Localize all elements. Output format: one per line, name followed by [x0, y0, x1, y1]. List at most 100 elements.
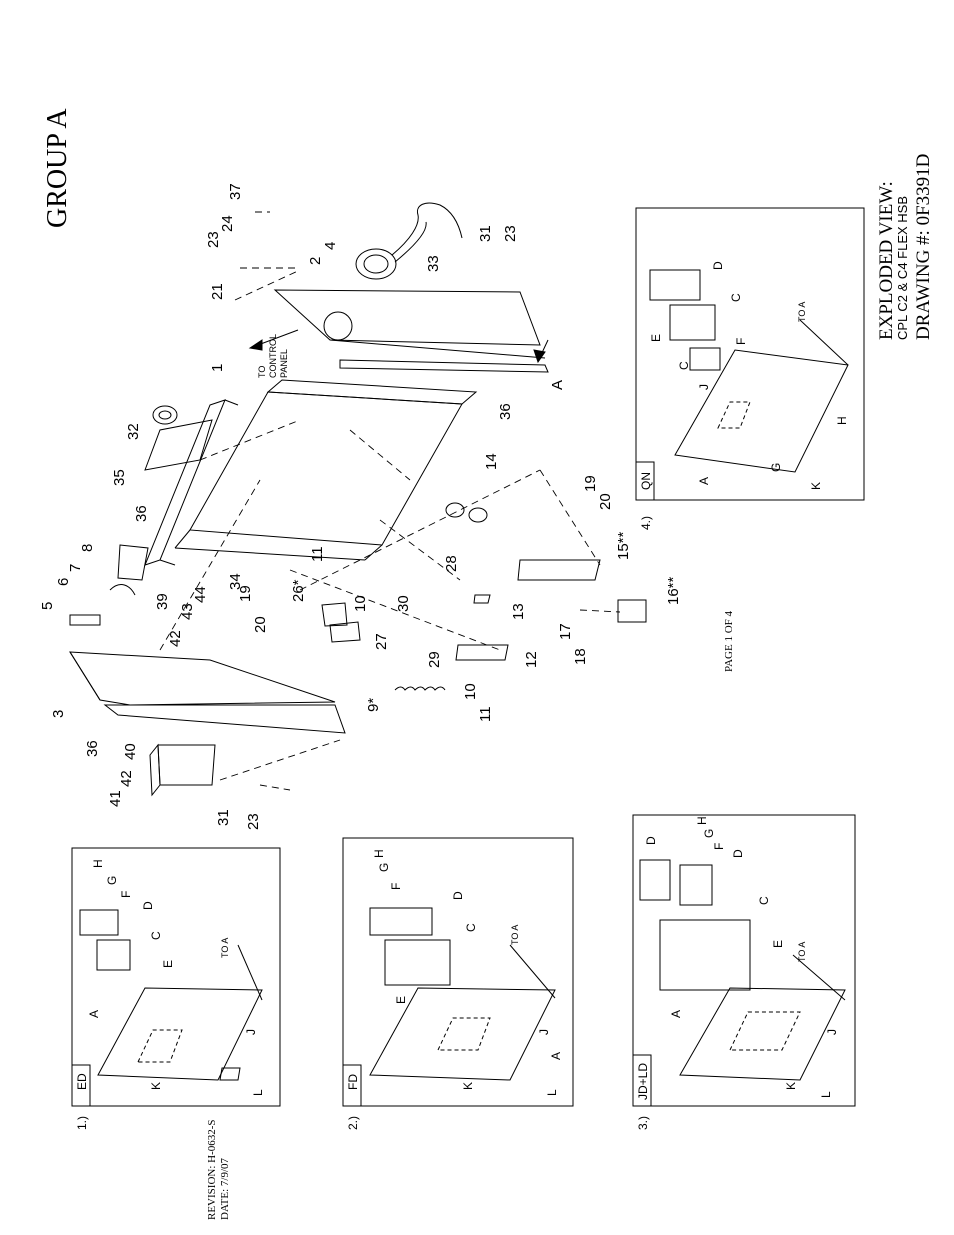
part-19a: 19: [582, 475, 599, 492]
part-5: 5: [39, 602, 56, 610]
to-control-label-2: CONTROL: [268, 334, 278, 378]
inset-qn-tab: QN: [639, 472, 653, 490]
to-control-label-3: PANEL: [279, 349, 289, 378]
left-side-panel: [69, 651, 336, 706]
inset-qn: QN 4.) A C C D E F G H J K TO A: [635, 207, 865, 530]
page-label: PAGE 1 OF 4: [723, 610, 735, 672]
part-26: 26*: [290, 579, 307, 602]
inset-fd-e: E: [394, 996, 408, 1004]
inset-ed-h: H: [91, 859, 105, 868]
inset-qn-g: G: [769, 463, 783, 472]
inset-qn-c2: C: [729, 293, 743, 302]
part-36b: 36: [497, 403, 514, 420]
inset-jd-d1: D: [644, 836, 658, 845]
inset-ed-f: F: [119, 891, 133, 898]
part-39: 39: [154, 593, 171, 610]
inset-jd-num: 3.): [636, 1116, 650, 1130]
date-text: DATE: 7/9/07: [219, 1157, 231, 1220]
inset-jd-d2: D: [731, 849, 745, 858]
part-23b: 23: [502, 225, 519, 242]
main-a-ref: A: [549, 380, 566, 390]
inset-fd-h: H: [372, 849, 386, 858]
inset-jd-to-a: TO A: [797, 942, 807, 962]
part-10a: 10: [462, 683, 479, 700]
inset-fd-f: F: [389, 883, 403, 890]
part-4: 4: [322, 242, 339, 250]
part-31a: 31: [477, 225, 494, 242]
inset-qn-j: J: [697, 384, 711, 390]
part-37: 37: [227, 183, 244, 200]
to-control-arrow: TO CONTROL PANEL A: [248, 329, 566, 390]
part-11b: 11: [309, 546, 326, 562]
right-side-panel: [273, 289, 541, 346]
part-44: 44: [192, 586, 209, 603]
title-line-1: EXPLODED VIEW:: [876, 181, 897, 340]
part-17: 17: [557, 623, 574, 640]
inset-qn-to-a: TO A: [797, 302, 807, 322]
part-43: 43: [179, 603, 196, 620]
part-40: 40: [122, 743, 139, 760]
part-15: 15**: [615, 531, 632, 560]
inset-fd-l: L: [545, 1089, 559, 1096]
main-assembly: [69, 202, 647, 797]
inset-fd-g: G: [377, 863, 391, 872]
part-28: 28: [443, 555, 460, 572]
part-24: 24: [219, 215, 236, 232]
part-30: 30: [395, 595, 412, 612]
inset-jd-e: E: [771, 940, 785, 948]
inset-jd-k: K: [784, 1082, 798, 1090]
part-1: 1: [209, 364, 226, 372]
inset-ed: ED 1.) A C D E F G H J K L TO A: [71, 847, 281, 1130]
part-33: 33: [425, 255, 442, 272]
inset-fd-a: A: [549, 1052, 563, 1060]
inset-ed-g: G: [105, 876, 119, 885]
inset-jd-l: L: [819, 1091, 833, 1098]
inset-ed-l: L: [251, 1089, 265, 1096]
part-8: 8: [79, 544, 96, 552]
part-29: 29: [426, 651, 443, 668]
part-11a: 11: [477, 706, 494, 722]
inset-jd-j: J: [825, 1029, 839, 1035]
part-labels: 1 2 3 4 5 6 7 8 9* 10 10 11 11 12 13 14 …: [39, 183, 682, 830]
inset-qn-num: 4.): [639, 516, 653, 530]
inset-ed-num: 1.): [75, 1116, 89, 1130]
inset-ed-d: D: [141, 901, 155, 910]
part-35: 35: [111, 469, 128, 486]
revision-text: REVISION: H-0632-S: [206, 1119, 218, 1220]
part-36a: 36: [133, 505, 150, 522]
part-19b: 19: [237, 585, 254, 602]
inset-qn-e: E: [649, 334, 663, 342]
part-42a: 42: [118, 770, 135, 787]
title-line-2: CPL C2 & C4 FLEX HSB: [895, 196, 910, 340]
inset-ed-k: K: [149, 1082, 163, 1090]
inset-jd-f: F: [712, 843, 726, 850]
inset-ed-a: A: [87, 1010, 101, 1018]
title-block: EXPLODED VIEW: CPL C2 & C4 FLEX HSB DRAW…: [876, 154, 934, 340]
part-23a: 23: [205, 231, 222, 248]
back-panel: [189, 391, 463, 546]
part-18: 18: [572, 648, 589, 665]
part-20b: 20: [252, 616, 269, 633]
part-32: 32: [125, 423, 142, 440]
inset-qn-c1: C: [677, 361, 691, 370]
inset-qn-k: K: [809, 482, 823, 490]
part-2: 2: [307, 257, 324, 265]
part-21: 21: [209, 283, 226, 300]
inset-jd-ld: JD+LD 3.) A C D D E F G H J K L TO A: [632, 814, 856, 1130]
inset-fd-tab: FD: [346, 1074, 360, 1090]
inset-qn-a: A: [697, 477, 711, 485]
inset-ed-e: E: [161, 960, 175, 968]
inset-qn-d: D: [711, 261, 725, 270]
part-7: 7: [67, 564, 84, 572]
inset-qn-f: F: [734, 338, 748, 345]
part-12: 12: [523, 651, 540, 668]
part-14: 14: [483, 453, 500, 470]
inset-jd-tab: JD+LD: [636, 1063, 650, 1100]
inset-fd-c: C: [464, 923, 478, 932]
inset-jd-h: H: [695, 816, 709, 825]
part-3: 3: [50, 710, 67, 718]
inset-jd-g: G: [702, 829, 716, 838]
inset-jd-c: C: [757, 896, 771, 905]
to-control-label-1: TO: [257, 366, 267, 378]
assembly-guides: [159, 211, 621, 791]
